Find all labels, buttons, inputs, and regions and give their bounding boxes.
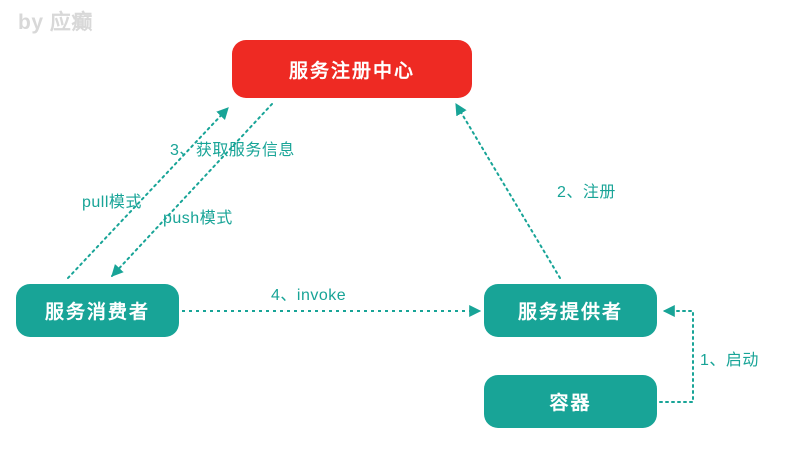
node-container-label: 容器 [549,393,592,414]
edge-register-line [455,102,561,279]
node-service-registry[interactable]: 服务注册中心 [232,40,472,98]
watermark-text: by 应癫 [18,11,93,34]
edge-label-register: 2、注册 [557,184,616,201]
node-service-registry-label: 服务注册中心 [288,60,415,82]
node-service-consumer-label: 服务消费者 [44,302,150,323]
edge-label-invoke: 4、invoke [271,287,347,304]
edge-label-pull-mode: pull模式 [82,194,142,211]
node-service-provider-label: 服务提供者 [517,302,623,323]
node-service-provider[interactable]: 服务提供者 [484,284,657,337]
edge-label-start: 1、启动 [700,352,759,369]
node-service-consumer[interactable]: 服务消费者 [16,284,179,337]
edge-label-push-mode: push模式 [163,210,233,227]
node-container[interactable]: 容器 [484,375,657,428]
edge-label-fetch-service-info: 3、获取服务信息 [170,142,295,159]
edge-start-line [659,305,694,403]
